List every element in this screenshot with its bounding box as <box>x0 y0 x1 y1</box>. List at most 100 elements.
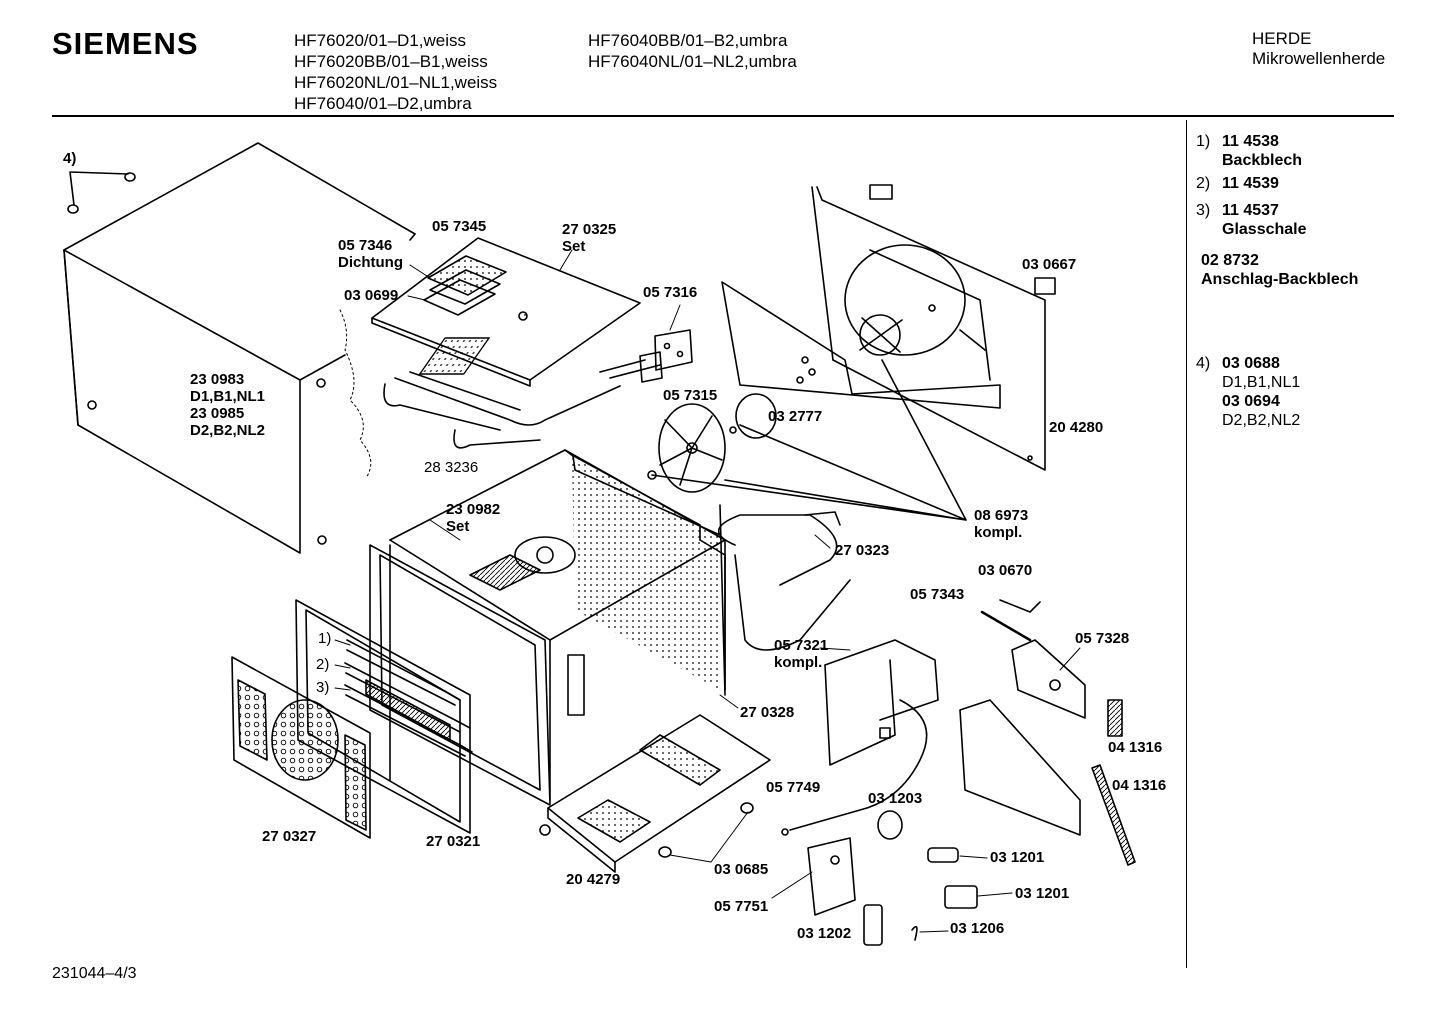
exploded-view-diagram <box>63 142 1136 946</box>
legend-part: 11 4537 <box>1222 202 1279 219</box>
model-line: HF76020BB/01–B1,weiss <box>294 52 488 71</box>
callout-label: 05 7328 <box>1075 630 1130 647</box>
leader-lines <box>334 249 1081 933</box>
door-panel <box>231 656 371 839</box>
legend-item-2: 2) 11 4539 <box>1196 174 1279 193</box>
legend-part: 11 4539 <box>1222 175 1279 192</box>
callout-label: kompl. <box>974 524 1023 541</box>
grill-heater <box>383 359 661 449</box>
legend-name: Glasschale <box>1222 221 1307 238</box>
model-list-1: HF76020/01–D1,weiss HF76020BB/01–B1,weis… <box>294 30 497 114</box>
separator-line <box>339 309 372 479</box>
callout-label: 04 1316 <box>1108 739 1163 756</box>
callout-label: 03 1201 <box>1015 885 1070 902</box>
callout-label: 03 1201 <box>990 849 1045 866</box>
callout-label: D1,B1,NL1 <box>190 388 266 405</box>
feet <box>658 802 754 858</box>
category: HERDE <box>1252 29 1312 48</box>
leader-lines-086973 <box>651 359 967 521</box>
callout-label: 03 1206 <box>950 920 1005 937</box>
bracket-part <box>639 329 693 383</box>
callout-label: 08 6973 <box>974 507 1029 524</box>
callout-label: 03 1202 <box>797 925 852 942</box>
callout-label: 20 4279 <box>566 871 621 888</box>
callout-label: 28 3236 <box>424 459 479 476</box>
door-latch <box>1011 639 1123 737</box>
legend-extra: 02 8732 Anschlag-Backblech <box>1201 251 1358 289</box>
base-tray <box>539 714 771 873</box>
legend-item-3: 3) 11 4537 Glasschale <box>1196 201 1307 239</box>
callout-label: Dichtung <box>338 254 403 271</box>
model-line: HF76040BB/01–B2,umbra <box>588 31 788 50</box>
model-line: HF76040/01–D2,umbra <box>294 94 472 113</box>
screw-parts <box>67 171 136 214</box>
oven-racks <box>344 639 473 757</box>
thermostat-switches <box>863 810 978 946</box>
callout-label: 05 7345 <box>432 218 487 235</box>
header-divider <box>52 115 1394 117</box>
callout-label: 05 7343 <box>910 586 965 603</box>
cable <box>781 699 928 836</box>
front-frame <box>369 544 551 806</box>
model-line: HF76040NL/01–NL2,umbra <box>588 52 797 71</box>
relay-bracket <box>824 639 939 766</box>
callout-label: 03 0699 <box>344 287 399 304</box>
legend-name: Anschlag-Backblech <box>1201 271 1359 288</box>
legend-item-4: 4) 03 0688 D1,B1,NL1 03 0694 D2,B2,NL2 <box>1196 354 1300 430</box>
callout-label: 4) <box>63 150 77 167</box>
callout-label: 27 0325 <box>562 221 617 238</box>
callout-label: 27 0328 <box>740 704 795 721</box>
callout-label: 03 0667 <box>1022 256 1077 273</box>
callout-label: 03 0670 <box>978 562 1033 579</box>
callout-label: 27 0321 <box>426 833 481 850</box>
legend-variant: D1,B1,NL1 <box>1222 374 1301 391</box>
callout-label: 03 2777 <box>768 408 823 425</box>
callout-label: Set <box>562 238 586 255</box>
callout-label: 23 0983 <box>190 371 245 388</box>
seal-strip <box>1091 764 1136 866</box>
filter-pads <box>423 255 507 316</box>
callout-label: 20 4280 <box>1049 419 1104 436</box>
callout-label: 3) <box>316 679 330 696</box>
category-block: HERDE Mikrowellenherde <box>1252 29 1385 69</box>
callout-label: 05 7321 <box>774 637 829 654</box>
callout-label: 03 1203 <box>868 790 923 807</box>
ring-heater <box>717 511 851 651</box>
switch-housing <box>807 837 856 916</box>
side-bracket <box>959 699 1081 836</box>
spring-rod <box>980 599 1041 642</box>
legend-variant: D2,B2,NL2 <box>1222 412 1301 429</box>
legend-item-1: 1) 11 4538 Backblech <box>1196 132 1302 170</box>
outer-housing <box>63 142 416 554</box>
rear-panel <box>811 184 1056 471</box>
callout-label: 23 0985 <box>190 405 245 422</box>
fan-cover-plate <box>721 281 1001 409</box>
legend-part: 11 4538 <box>1222 133 1279 150</box>
model-line: HF76020NL/01–NL1,weiss <box>294 73 498 92</box>
callout-label: 05 7315 <box>663 387 718 404</box>
callout-label: 23 0982 <box>446 501 501 518</box>
legend-num: 1) <box>1196 133 1211 150</box>
legend-part: 03 0688 <box>1222 355 1280 372</box>
legend-num: 3) <box>1196 202 1211 219</box>
callout-label: 05 7751 <box>714 898 769 915</box>
callout-label: D2,B2,NL2 <box>190 422 266 439</box>
brand-logo: SIEMENS <box>52 26 199 61</box>
callout-label: 05 7316 <box>643 284 698 301</box>
legend-part: 02 8732 <box>1201 252 1259 269</box>
insulation-strip <box>571 454 726 691</box>
legend-part: 03 0694 <box>1222 393 1280 410</box>
top-plate <box>371 237 641 387</box>
model-list-2: HF76040BB/01–B2,umbra HF76040NL/01–NL2,u… <box>588 30 797 72</box>
callout-label: 05 7346 <box>338 237 393 254</box>
callout-label: Set <box>446 518 470 535</box>
callout-label: 03 0685 <box>714 861 769 878</box>
convection-fan <box>647 393 777 493</box>
legend-name: Backblech <box>1222 152 1303 169</box>
legend-divider <box>1186 120 1187 968</box>
callout-label: 27 0327 <box>262 828 317 845</box>
legend-num: 2) <box>1196 175 1211 192</box>
legend-num: 4) <box>1196 355 1211 372</box>
subcategory: Mikrowellenherde <box>1252 49 1386 68</box>
callout-label: 04 1316 <box>1112 777 1167 794</box>
